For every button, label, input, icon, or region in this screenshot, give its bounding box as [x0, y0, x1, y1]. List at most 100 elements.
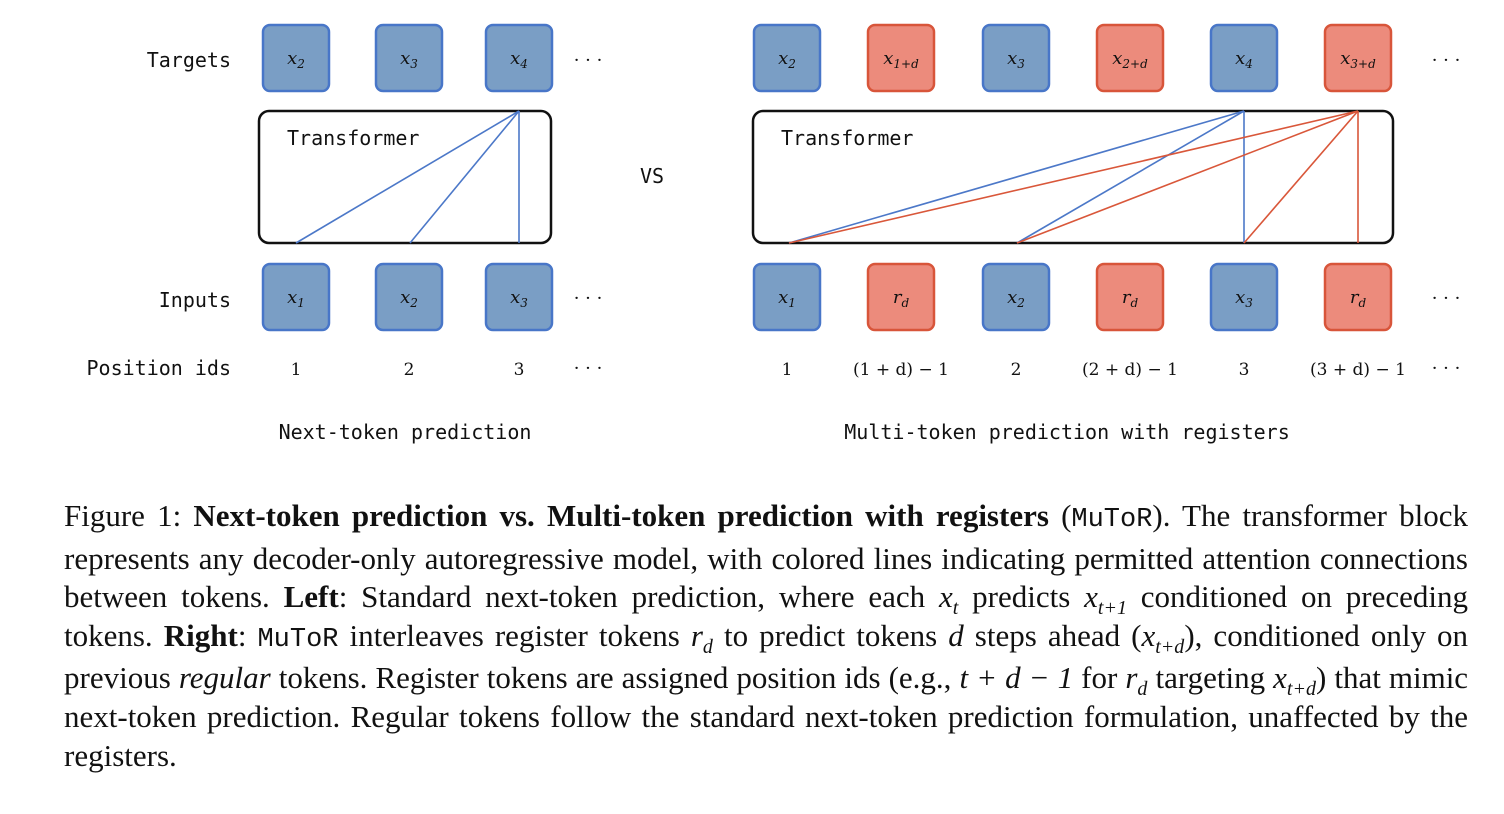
- position-id: 1: [782, 360, 793, 380]
- token-label: x3: [1235, 287, 1253, 310]
- token-box: [1209, 262, 1279, 332]
- left-pids-ellipsis: · · ·: [574, 358, 603, 379]
- left-target-token-regular: x2: [261, 23, 331, 93]
- attention-line: [409, 110, 520, 244]
- attention-line-red: [1243, 110, 1359, 244]
- right-transformer-label: Transformer: [781, 126, 913, 150]
- caption-math-x: x: [1273, 660, 1287, 696]
- token-box: [484, 262, 554, 332]
- caption-bold-title: Next-token prediction vs. Multi-token pr…: [193, 498, 1049, 533]
- token-label: rd: [1350, 287, 1367, 310]
- left-transformer-label: Transformer: [287, 126, 419, 150]
- token-box: [374, 262, 444, 332]
- row-label-position-ids: Position ids: [87, 356, 232, 380]
- right-input-token-regular: x3: [1209, 262, 1279, 332]
- caption-left-label: Left: [283, 579, 339, 615]
- caption-math-sub-t: t: [952, 597, 959, 620]
- token-box: [981, 23, 1051, 93]
- caption-math-sub-d: d: [1137, 678, 1148, 701]
- position-id: 1: [291, 360, 302, 380]
- token-box: [866, 23, 936, 93]
- right-panel-title: Multi-token prediction with registers: [844, 420, 1290, 444]
- caption-math-r: r: [1125, 660, 1138, 696]
- caption-right-text-6: tokens. Register tokens are assigned pos…: [278, 660, 952, 696]
- caption-math-sub-td: t+d: [1155, 635, 1185, 658]
- caption-math-x: x: [939, 579, 953, 615]
- left-position-ids: 1 2 3: [291, 360, 525, 380]
- caption-math-sub-d: d: [702, 635, 713, 658]
- caption-math-x: x: [1084, 579, 1098, 615]
- left-inputs-ellipsis: · · ·: [574, 288, 603, 309]
- position-id: 2: [404, 360, 415, 380]
- right-target-token-register: x3+d: [1323, 23, 1393, 93]
- token-label: x2: [400, 287, 418, 310]
- right-attention-lines: [788, 110, 1359, 244]
- token-box: [1209, 23, 1279, 93]
- token-label: x3: [510, 287, 528, 310]
- caption-right-text-4: steps ahead (: [974, 617, 1142, 653]
- right-target-token-regular: x4: [1209, 23, 1279, 93]
- left-target-tokens: x2 x3 x4: [261, 23, 554, 93]
- caption-predicts: predicts: [972, 579, 1071, 615]
- caption-math-sub-t1: t+1: [1097, 597, 1127, 620]
- right-inputs-ellipsis: · · ·: [1432, 288, 1461, 309]
- left-transformer-box: [257, 109, 553, 245]
- caption-code-name: MuToR: [257, 624, 339, 655]
- token-label: x2: [778, 48, 796, 71]
- token-label: rd: [893, 287, 910, 310]
- mutor-figure: Targets Inputs Position ids Transformer …: [87, 23, 1461, 444]
- left-input-tokens: x1 x2 x3: [261, 262, 554, 332]
- left-panel-title: Next-token prediction: [279, 420, 532, 444]
- token-box: [374, 23, 444, 93]
- position-id: 3: [514, 360, 525, 380]
- token-label: x2: [287, 48, 305, 71]
- right-target-token-register: x1+d: [866, 23, 936, 93]
- attention-line-red: [1016, 110, 1359, 244]
- caption-math-d: d: [948, 617, 964, 653]
- caption-right-text-5: ), conditioned only on previous: [64, 617, 1468, 696]
- caption-right-text-2: interleaves register tokens: [349, 617, 680, 653]
- caption-right-label: Right: [163, 617, 238, 653]
- token-box: [752, 262, 822, 332]
- position-id: (1 + d) − 1: [853, 360, 949, 380]
- token-box: [1095, 262, 1165, 332]
- caption-right-text-3: to predict tokens: [723, 617, 938, 653]
- caption-text-1: ). The transformer block represents any …: [64, 498, 1469, 615]
- vs-label: VS: [640, 164, 664, 188]
- attention-line-blue: [1016, 110, 1245, 244]
- caption-fig-label: Figure 1:: [64, 498, 182, 533]
- token-box: [981, 262, 1051, 332]
- right-input-token-register: rd: [866, 262, 936, 332]
- left-attention-lines: [295, 110, 520, 244]
- left-target-token-regular: x4: [484, 23, 554, 93]
- token-label: rd: [1122, 287, 1139, 310]
- token-label: x1+d: [883, 48, 919, 71]
- caption-for: for: [1081, 660, 1118, 696]
- right-input-token-register: rd: [1095, 262, 1165, 332]
- token-label: x3: [400, 48, 418, 71]
- right-input-token-regular: x2: [981, 262, 1051, 332]
- token-label: x1: [287, 287, 305, 310]
- token-label: x3+d: [1340, 48, 1376, 71]
- right-target-token-register: x2+d: [1095, 23, 1165, 93]
- token-box: [866, 262, 936, 332]
- left-input-token-regular: x2: [374, 262, 444, 332]
- caption-formula: t + d − 1: [959, 660, 1074, 696]
- caption-right-text-7: ) that mimic next-token prediction. Regu…: [64, 660, 1469, 773]
- caption-paren-open: (: [1061, 498, 1072, 533]
- right-target-token-regular: x2: [752, 23, 822, 93]
- left-input-token-regular: x1: [261, 262, 331, 332]
- figure-caption: Figure 1: Next-token prediction vs. Mult…: [64, 497, 1468, 775]
- caption-targeting: targeting: [1155, 660, 1266, 696]
- position-id: (2 + d) − 1: [1082, 360, 1178, 380]
- caption-right-text-1: :: [237, 617, 247, 653]
- position-id: 2: [1011, 360, 1022, 380]
- caption-left-text-2: conditioned on preceding tokens.: [64, 579, 1469, 653]
- right-input-token-register: rd: [1323, 262, 1393, 332]
- left-input-token-regular: x3: [484, 262, 554, 332]
- caption-math-x: x: [1141, 617, 1156, 653]
- left-target-token-regular: x3: [374, 23, 444, 93]
